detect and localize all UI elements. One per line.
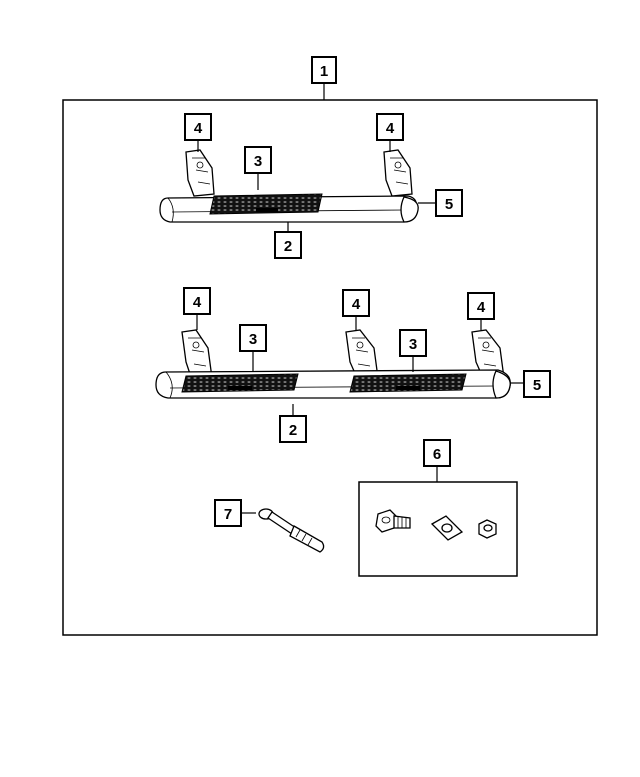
assembly-frame xyxy=(62,99,598,636)
callout-bracket-short-left-label: 4 xyxy=(194,120,203,137)
callout-bracket-long-left-label: 4 xyxy=(193,294,202,311)
short-step-bar-drawing xyxy=(159,149,419,223)
callout-bar-long-label: 2 xyxy=(289,422,297,439)
callout-hardware-kit-label: 6 xyxy=(433,446,441,463)
callout-bar-short-label: 2 xyxy=(284,238,292,255)
callout-pad-long-right: 3 xyxy=(399,329,427,372)
callout-pad-short: 3 xyxy=(244,146,272,190)
callout-pad-short-label: 3 xyxy=(254,153,262,170)
callout-bracket-long-left: 4 xyxy=(183,287,211,330)
callout-bracket-long-middle: 4 xyxy=(342,289,370,330)
callout-endcap-long-label: 5 xyxy=(533,377,541,394)
callout-endcap-short-label: 5 xyxy=(445,196,453,213)
callout-bracket-short-right-label: 4 xyxy=(386,120,395,137)
short-left-bracket xyxy=(185,149,215,197)
wrench-tool-drawing xyxy=(258,508,325,553)
callout-bar-short: 2 xyxy=(274,222,302,259)
callout-tool: 7 xyxy=(214,499,256,527)
callout-pad-long-left: 3 xyxy=(239,324,267,372)
long-step-pad-right xyxy=(349,373,467,393)
long-step-bar-drawing xyxy=(155,329,511,399)
callout-bracket-short-right: 4 xyxy=(376,113,404,152)
callout-bracket-long-right: 4 xyxy=(467,292,495,330)
bolt-drawing xyxy=(375,509,411,533)
short-step-pad xyxy=(209,193,323,215)
callout-endcap-short: 5 xyxy=(418,189,463,217)
short-right-bracket xyxy=(383,149,413,197)
callout-hardware-kit: 6 xyxy=(423,439,451,482)
callout-assembly: 1 xyxy=(311,56,337,100)
callout-bracket-long-right-label: 4 xyxy=(477,299,486,316)
long-step-pad-left xyxy=(181,373,299,393)
callout-tool-label: 7 xyxy=(224,506,232,523)
callout-pad-long-right-label: 3 xyxy=(409,336,417,353)
nut-plate-drawing xyxy=(430,515,464,541)
callout-endcap-long: 5 xyxy=(510,370,551,398)
callout-bracket-short-left: 4 xyxy=(184,113,212,152)
callout-pad-long-left-label: 3 xyxy=(249,331,257,348)
callout-bracket-long-middle-label: 4 xyxy=(352,296,361,313)
callout-assembly-label: 1 xyxy=(320,63,328,80)
hardware-kit-frame xyxy=(358,481,518,577)
washer-nut-drawing xyxy=(478,519,497,539)
callout-bar-long: 2 xyxy=(279,404,307,443)
